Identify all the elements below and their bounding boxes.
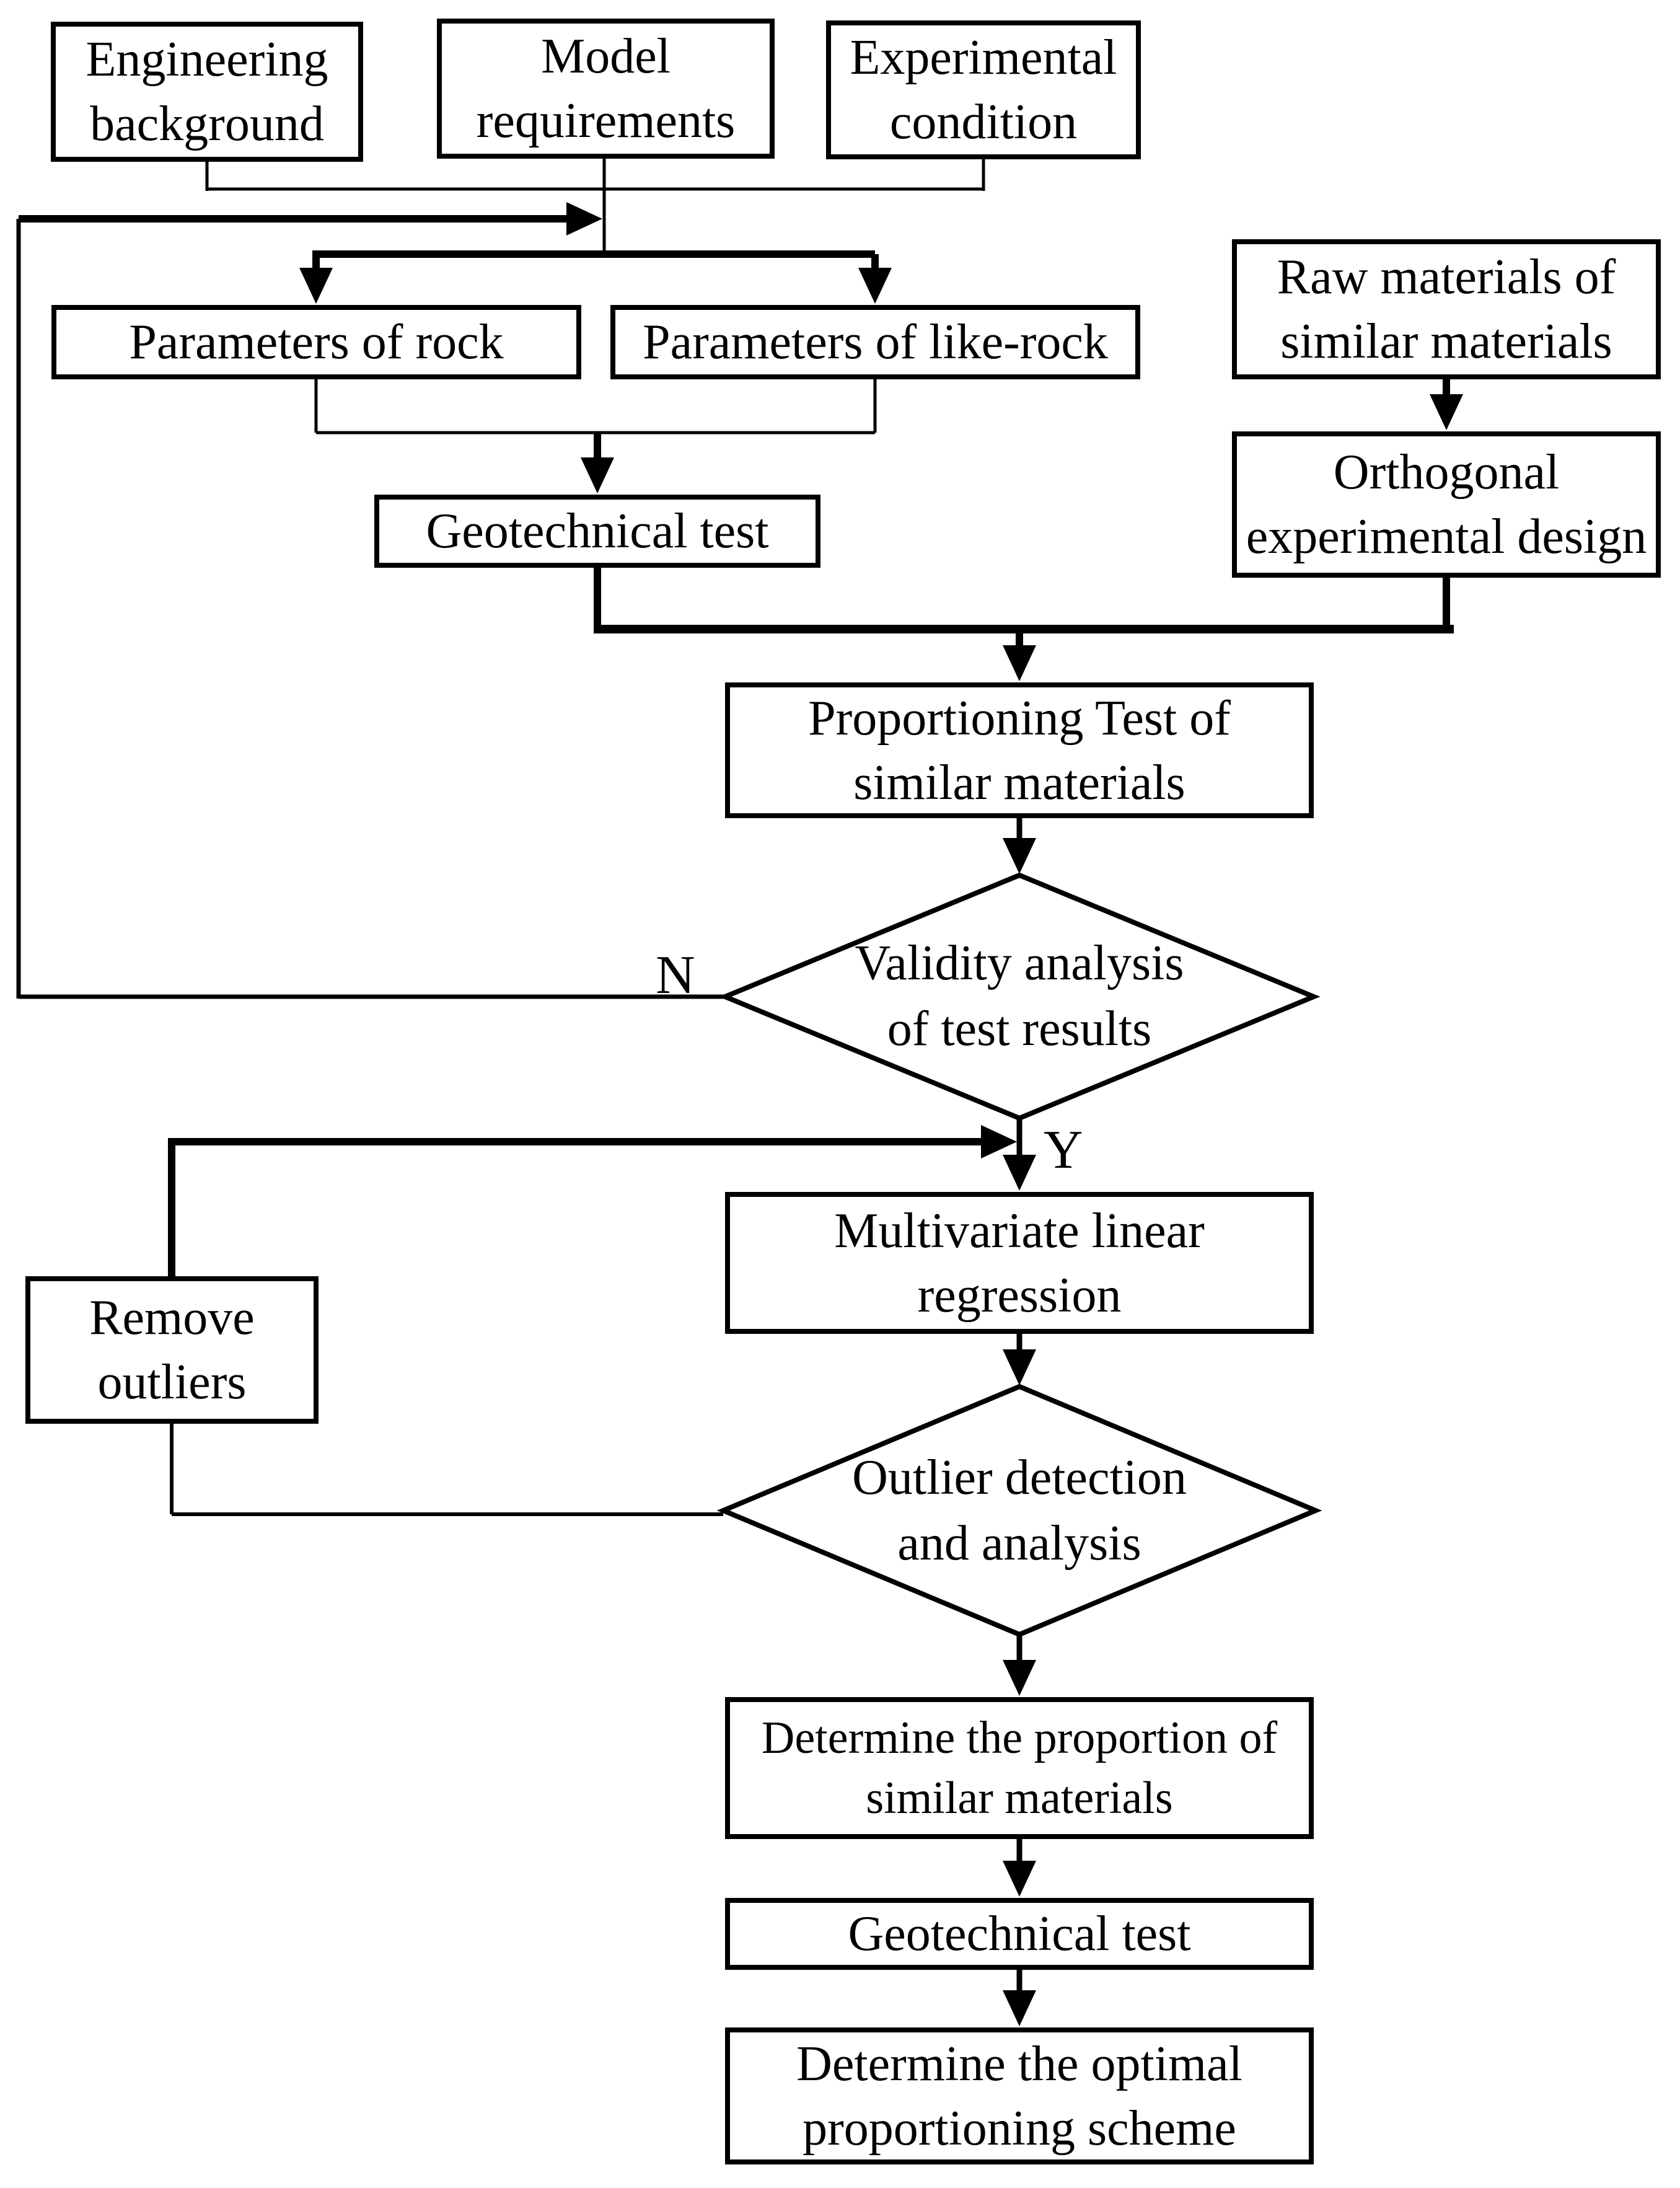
node-multivariate-regression: Multivariate linear regression — [725, 1192, 1314, 1334]
node-proportioning-test: Proportioning Test of similar materials — [725, 682, 1314, 818]
flow-arrows — [16, 157, 1463, 2026]
node-raw-materials: Raw materials of similar materials — [1232, 239, 1661, 379]
branch-label-no: N — [656, 945, 695, 1005]
node-remove-outliers: Remove outliers — [25, 1276, 319, 1424]
outlier-detection-diamond — [716, 1383, 1322, 1638]
node-engineering-background: Engineering background — [51, 22, 363, 162]
node-parameters-of-rock: Parameters of rock — [51, 305, 581, 379]
node-geotechnical-test-2: Geotechnical test — [725, 1898, 1314, 1970]
node-determine-proportion: Determine the proportion of similar mate… — [725, 1697, 1314, 1839]
node-orthogonal-design: Orthogonal experimental design — [1232, 431, 1661, 578]
node-determine-optimal: Determine the optimal proportioning sche… — [725, 2027, 1314, 2164]
validity-analysis-diamond — [718, 872, 1321, 1121]
node-geotechnical-test-1: Geotechnical test — [374, 495, 820, 568]
node-model-requirements: Model requirements — [437, 19, 775, 159]
node-experimental-condition: Experimental condition — [826, 20, 1141, 159]
node-parameters-of-like-rock: Parameters of like-rock — [610, 305, 1140, 379]
branch-label-yes: Y — [1044, 1120, 1083, 1180]
